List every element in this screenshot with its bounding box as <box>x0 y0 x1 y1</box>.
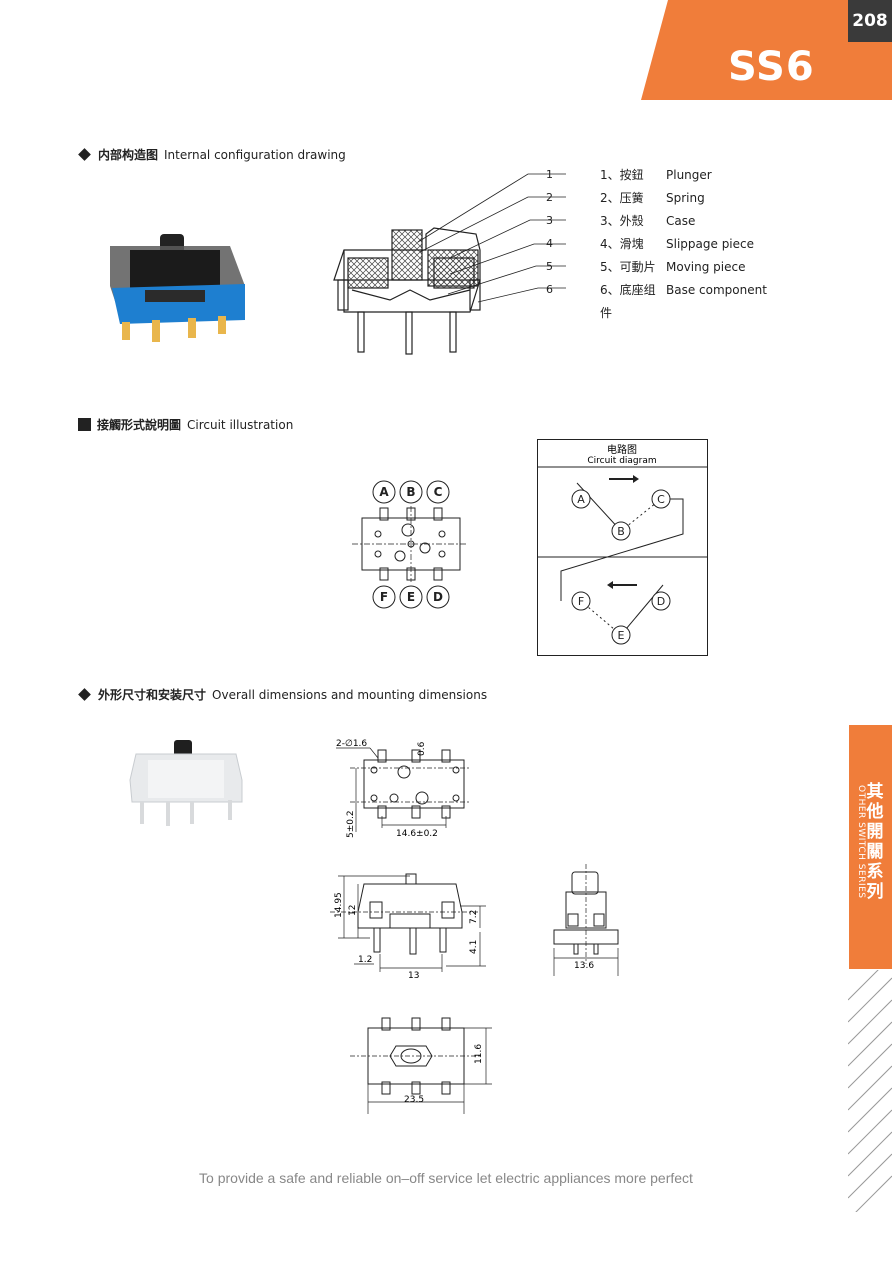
front-view-dimensions: 14.95 12 7.2 4.1 1.2 13 <box>330 873 486 981</box>
pin-label-b: B <box>406 485 415 499</box>
part-zh: 1、按鈕 <box>600 168 644 182</box>
dim-base-depth: 11.6 <box>474 1044 484 1064</box>
top-view-dimensions: 2-∅1.6 0.6 14.6±0.2 5±0.2 <box>336 739 470 839</box>
internal-section-drawing <box>333 173 566 355</box>
pin-label-d: D <box>433 590 443 604</box>
side-view-dimensions: 13.6 <box>553 864 619 976</box>
pin-layout-drawing: A B C F E D <box>352 480 468 609</box>
bottom-view-dimensions: 11.6 23.5 <box>350 1017 492 1114</box>
dim-body-len: 13 <box>408 971 419 981</box>
part-en: Spring <box>666 191 705 205</box>
part-zh: 4、滑塊 <box>600 237 644 251</box>
page-number: 208 <box>848 0 892 42</box>
section-title-en: Internal configuration drawing <box>164 147 346 162</box>
decorative-hatch-strip <box>848 970 892 1212</box>
dim-height-total: 14.95 <box>334 892 344 918</box>
dim-pin-len: 4.1 <box>469 940 479 954</box>
section-heading-circuit: 接觸形式說明圖 Circuit illustration <box>78 416 293 433</box>
side-tab-en: OTHER SWITCH SERIES <box>856 785 866 899</box>
part-zh: 2、压簧 <box>600 191 644 205</box>
part-zh: 3、外殼 <box>600 214 644 228</box>
dim-row-span: 5±0.2 <box>346 810 356 838</box>
header-band <box>641 0 892 100</box>
diagram-title-en: Circuit diagram <box>587 456 656 466</box>
part-row: 1、按鈕 Plunger <box>600 164 767 187</box>
dim-side-width: 13.6 <box>574 961 594 971</box>
pin-label-c: C <box>434 485 443 499</box>
circuit-diagram: 电路图 Circuit diagram A B C F E D <box>537 439 708 656</box>
callout-4: 4 <box>546 237 553 250</box>
part-en: Moving piece <box>666 260 746 274</box>
diamond-bullet-icon <box>78 688 91 701</box>
part-row: 2、压簧 Spring <box>600 187 767 210</box>
diagram-title-zh: 电路图 <box>607 443 637 456</box>
pin-label-a: A <box>379 485 389 499</box>
dim-hole: 2-∅1.6 <box>336 739 367 749</box>
node-a: A <box>577 493 585 506</box>
parts-list: 1、按鈕 Plunger 2、压簧 Spring 3、外殼 Case 4、滑塊 Slip… <box>600 164 767 325</box>
section-title-zh: 外形尺寸和安装尺寸 <box>98 688 207 702</box>
callout-1: 1 <box>546 168 553 181</box>
product-photo-blue <box>110 234 245 342</box>
pin-label-f: F <box>380 590 388 604</box>
dim-height-body: 12 <box>348 905 358 916</box>
square-bullet-icon <box>78 418 91 431</box>
dim-pin-offset: 1.2 <box>358 955 372 965</box>
section-heading-dimensions: 外形尺寸和安装尺寸 Overall dimensions and mountin… <box>78 686 487 703</box>
part-zh: 5、可動片 <box>600 260 656 274</box>
node-e: E <box>618 629 625 642</box>
node-c: C <box>657 493 665 506</box>
node-b: B <box>617 525 625 538</box>
callout-3: 3 <box>546 214 553 227</box>
section-title-zh: 内部构造图 <box>98 148 159 162</box>
section-title-en: Overall dimensions and mounting dimensio… <box>212 687 488 702</box>
diamond-bullet-icon <box>78 148 91 161</box>
product-photo-white <box>129 740 243 826</box>
callout-2: 2 <box>546 191 553 204</box>
section-heading-internal: 内部构造图 Internal configuration drawing <box>78 146 346 163</box>
callout-6: 6 <box>546 283 553 296</box>
section-title-zh: 接觸形式說明圖 <box>97 418 182 432</box>
side-tab-zh: 其他開關系列 <box>866 782 884 902</box>
part-row: 3、外殼 Case <box>600 210 767 233</box>
part-row: 6、底座组件 Base component <box>600 279 767 325</box>
part-en: Base component <box>666 283 767 297</box>
side-tab <box>849 725 892 969</box>
dim-pin-span: 14.6±0.2 <box>396 829 438 839</box>
node-f: F <box>578 595 584 608</box>
section-title-en: Circuit illustration <box>187 417 294 432</box>
node-d: D <box>657 595 665 608</box>
part-en: Case <box>666 214 696 228</box>
part-en: Plunger <box>666 168 712 182</box>
part-row: 4、滑塊 Slippage piece <box>600 233 767 256</box>
dim-height-lower: 7.2 <box>469 910 479 924</box>
part-row: 5、可動片 Moving piece <box>600 256 767 279</box>
footer-slogan: To provide a safe and reliable on–off se… <box>199 1170 693 1186</box>
dim-base-len: 23.5 <box>404 1095 424 1105</box>
pin-label-e: E <box>407 590 415 604</box>
callout-numbers: 1 2 3 4 5 6 <box>546 163 553 301</box>
part-en: Slippage piece <box>666 237 755 251</box>
dim-pitch-small: 0.6 <box>417 741 427 756</box>
callout-5: 5 <box>546 260 553 273</box>
part-zh: 6、底座组件 <box>600 283 656 320</box>
model-title: SS6 <box>728 44 815 90</box>
